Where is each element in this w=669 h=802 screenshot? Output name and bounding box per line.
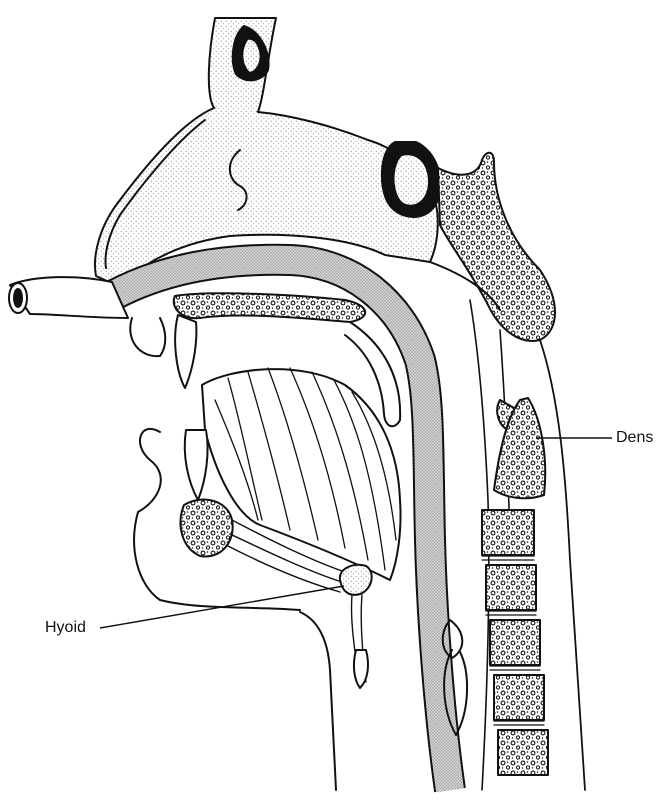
vertebra-c3 <box>482 510 534 555</box>
lower-incisor <box>185 430 208 500</box>
vertebra-c7 <box>498 730 548 775</box>
vertebra-c4 <box>486 565 536 610</box>
upper-lip <box>130 318 165 356</box>
mandible <box>181 500 233 557</box>
cervical-spine-outline <box>540 340 585 790</box>
hyoid-bone <box>340 565 372 595</box>
hyoid-leader-line <box>100 586 344 628</box>
palate-bone <box>174 293 365 322</box>
vertebra-c6 <box>494 675 544 720</box>
vertebra-c5 <box>490 620 540 665</box>
hyoid-label: Hyoid <box>45 619 86 637</box>
dens-label: Dens <box>616 429 653 447</box>
upper-incisor <box>175 315 196 388</box>
anterior-neck-outline <box>300 612 336 790</box>
clivus-occipital-bone <box>438 153 555 341</box>
